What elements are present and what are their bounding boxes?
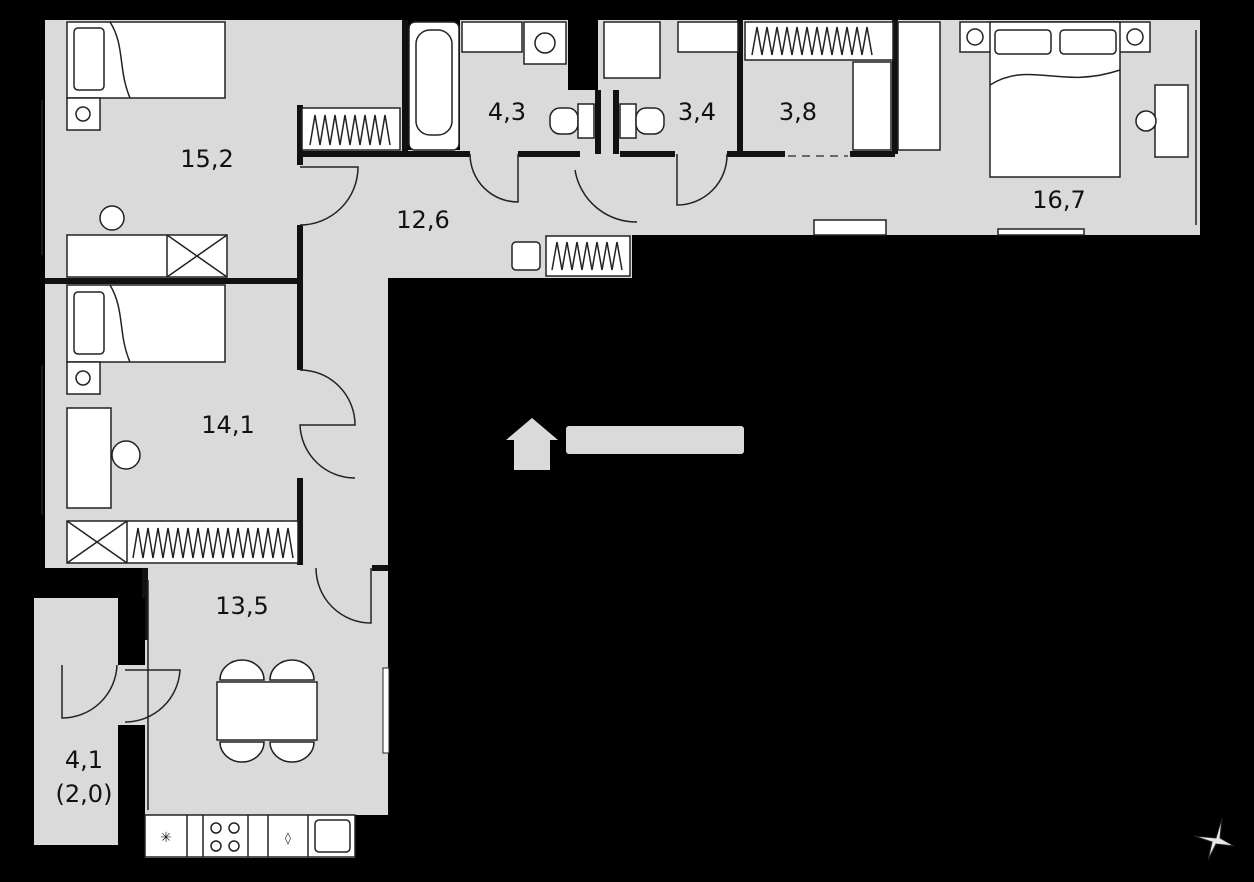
area-loggia-reduced: (2,0) <box>56 780 113 808</box>
fridge-icon: ✳ <box>160 830 172 846</box>
toilet-icon-wc <box>635 107 665 135</box>
stove-icon <box>210 822 240 852</box>
radiator-kitchen <box>382 667 390 754</box>
door-bedroom1 <box>299 166 359 226</box>
dining-table-icon <box>216 681 318 741</box>
radiator-hall <box>813 219 887 236</box>
area-master-bedroom: 16,7 <box>1032 186 1085 214</box>
door-bedroom2-double <box>299 369 356 479</box>
wardrobe-room <box>744 21 941 151</box>
floor-areas <box>34 20 1200 858</box>
chair-icon-k3 <box>219 741 265 763</box>
bathroom-fixtures <box>408 21 595 151</box>
wall-loggia-pier-lower <box>118 725 145 815</box>
door-wc <box>574 169 638 223</box>
kitchen-furniture: ✳ ◊ <box>144 659 356 858</box>
area-kitchen: 13,5 <box>215 592 268 620</box>
sink-icon <box>461 21 523 53</box>
desk-icon <box>66 234 228 278</box>
toilet-icon <box>549 107 579 135</box>
area-bedroom-1: 15,2 <box>180 145 233 173</box>
floor-main <box>45 20 1200 858</box>
bedroom1-furniture <box>66 21 401 278</box>
radiator-master <box>997 228 1085 236</box>
blanket-fold <box>109 21 131 99</box>
bedroom2-furniture <box>66 284 299 564</box>
pillow-icon <box>73 27 105 91</box>
hall-furniture <box>511 235 631 277</box>
lamp-icon <box>75 106 91 122</box>
floor-loggia <box>34 598 145 845</box>
area-bathroom: 4,3 <box>488 98 526 126</box>
compass-icon <box>1193 817 1235 861</box>
chair-icon-k1 <box>219 659 265 681</box>
door-wardrobe <box>676 153 728 206</box>
chair-icon-2 <box>111 440 141 470</box>
desk-icon-2 <box>66 407 112 509</box>
master-bedroom-furniture <box>813 21 1189 236</box>
door-bathroom <box>469 153 519 203</box>
walls <box>45 20 898 815</box>
sink-icon-wc <box>677 21 739 53</box>
dresser-icon <box>1154 84 1189 158</box>
lamp-icon-left <box>966 28 984 46</box>
wc-fixtures <box>603 21 739 139</box>
wardrobe-icon-side <box>852 61 892 151</box>
wardrobe-icon-master <box>897 21 941 151</box>
lamp-icon-right <box>1126 28 1144 46</box>
wall-loggia-pier-upper <box>118 598 145 665</box>
area-loggia: 4,1 <box>65 746 103 774</box>
shower-icon <box>603 21 661 79</box>
logo-watermark-icon <box>506 418 744 470</box>
room-labels: 15,2 4,3 3,4 3,8 16,7 12,6 14,1 13,5 4,1… <box>56 98 1086 808</box>
area-wardrobe: 3,8 <box>779 98 817 126</box>
kitchen-sink-icon <box>314 819 351 853</box>
windows <box>41 30 1197 810</box>
doors <box>61 153 848 723</box>
area-bedroom-2: 14,1 <box>201 411 254 439</box>
chair-icon-k4 <box>269 741 315 763</box>
chair-icon <box>99 205 125 231</box>
area-wc: 3,4 <box>678 98 716 126</box>
chair-icon-k2 <box>269 659 315 681</box>
stool-icon <box>1135 110 1157 132</box>
door-kitchen <box>315 567 372 624</box>
cabinet-icon <box>511 241 541 271</box>
area-hall: 12,6 <box>396 206 449 234</box>
nightstand-icon <box>66 97 101 131</box>
door-loggia-2 <box>124 669 181 723</box>
door-loggia-1 <box>61 664 118 719</box>
dishwasher-icon: ◊ <box>285 831 291 845</box>
